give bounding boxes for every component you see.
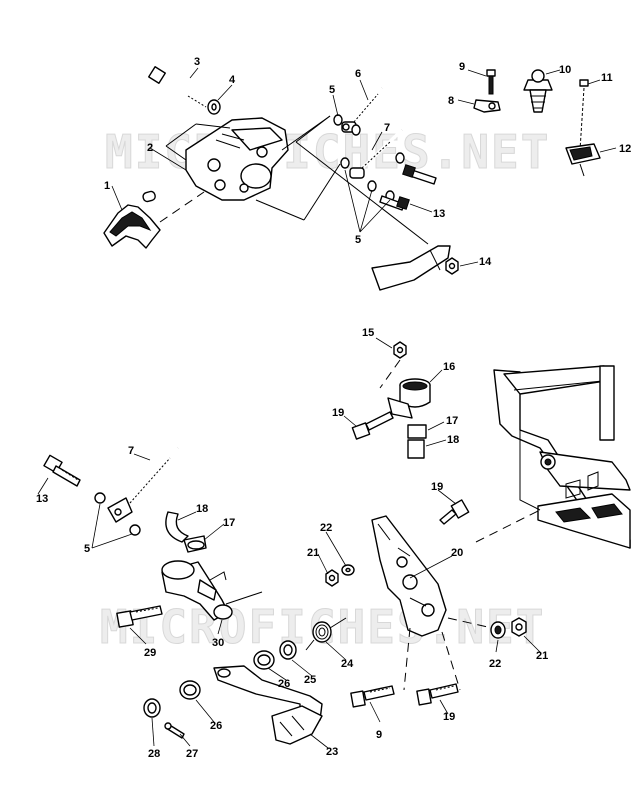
bolt — [350, 685, 395, 708]
callout-27: 27 — [186, 748, 198, 760]
washer — [94, 492, 106, 504]
callout-15: 15 — [362, 327, 374, 339]
nut — [325, 569, 339, 587]
washer — [279, 640, 297, 660]
callout-25: 25 — [304, 674, 316, 686]
mount-bracket — [371, 245, 451, 291]
callout-17: 17 — [223, 517, 235, 529]
callout-24: 24 — [341, 658, 354, 670]
callout-23: 23 — [326, 746, 338, 758]
pedal-bracket — [371, 515, 447, 637]
master-cylinder — [161, 560, 233, 621]
brake-hose — [165, 511, 207, 553]
cotter-pin — [164, 722, 185, 739]
leader-lines-pedal — [37, 453, 541, 749]
screw — [486, 69, 496, 95]
callout-6: 6 — [355, 68, 361, 80]
callout-5: 5 — [355, 234, 361, 246]
bolt — [116, 605, 163, 628]
callout-19: 19 — [332, 407, 344, 419]
callout-18: 18 — [196, 503, 208, 515]
callout-22: 22 — [320, 522, 332, 534]
brake-caliper — [185, 117, 289, 201]
callout-30: 30 — [212, 637, 224, 649]
cable-clip — [473, 99, 501, 113]
callout-1: 1 — [104, 180, 110, 192]
brake-cable-lower — [349, 128, 404, 179]
bolt — [402, 164, 437, 185]
washer — [333, 114, 343, 126]
callout-20: 20 — [451, 547, 463, 559]
callout-19: 19 — [443, 711, 455, 723]
leader-lines-top — [111, 67, 617, 267]
bolt — [379, 195, 410, 211]
push-rivet — [523, 69, 553, 113]
tie-strap — [579, 79, 589, 151]
callout-12: 12 — [619, 143, 631, 155]
callout-22: 22 — [489, 658, 501, 670]
callout-26: 26 — [210, 720, 222, 732]
callout-5: 5 — [84, 543, 90, 555]
callout-11: 11 — [601, 72, 613, 84]
callout-21: 21 — [307, 547, 319, 559]
bushing — [253, 650, 275, 670]
watermark-top: MICROFICHES.NET — [105, 125, 550, 179]
callout-2: 2 — [147, 142, 153, 154]
bushing — [179, 680, 201, 700]
callout-14: 14 — [479, 256, 492, 268]
vehicle-frame — [493, 365, 631, 549]
callout-26: 26 — [278, 678, 290, 690]
callout-17: 17 — [446, 415, 458, 427]
brake-cable-pedal — [107, 446, 180, 523]
hose-clamp-bracket — [565, 143, 601, 177]
return-spring — [305, 617, 347, 651]
callout-7: 7 — [384, 122, 390, 134]
callout-29: 29 — [144, 647, 156, 659]
callout-9: 9 — [459, 61, 465, 73]
brake-pedal — [213, 665, 323, 745]
callout-16: 16 — [443, 361, 455, 373]
callout-21: 21 — [536, 650, 548, 662]
callout-28: 28 — [148, 748, 160, 760]
callout-13: 13 — [36, 493, 48, 505]
callout-9: 9 — [376, 729, 382, 741]
callout-4: 4 — [229, 74, 236, 86]
callout-10: 10 — [559, 64, 571, 76]
callout-13: 13 — [433, 208, 445, 220]
callout-numbers: 1 2 3 4 5 6 7 8 9 10 11 12 13 5 14 15 16… — [36, 56, 631, 760]
nut — [445, 257, 459, 275]
callout-5: 5 — [329, 84, 335, 96]
bolt — [351, 411, 394, 440]
callout-8: 8 — [448, 95, 454, 107]
leader-lines-reservoir — [343, 337, 447, 447]
brake-fluid-reservoir — [387, 341, 431, 459]
bolt — [43, 454, 81, 487]
brake-pad — [103, 190, 161, 249]
washer — [143, 698, 161, 718]
caliper-bolt-long — [148, 66, 207, 109]
callout-7: 7 — [128, 445, 134, 457]
bolt — [439, 499, 470, 525]
callout-3: 3 — [194, 56, 200, 68]
bolt — [416, 683, 459, 706]
callout-18: 18 — [447, 434, 459, 446]
nut — [511, 617, 527, 637]
callout-19: 19 — [431, 481, 443, 493]
